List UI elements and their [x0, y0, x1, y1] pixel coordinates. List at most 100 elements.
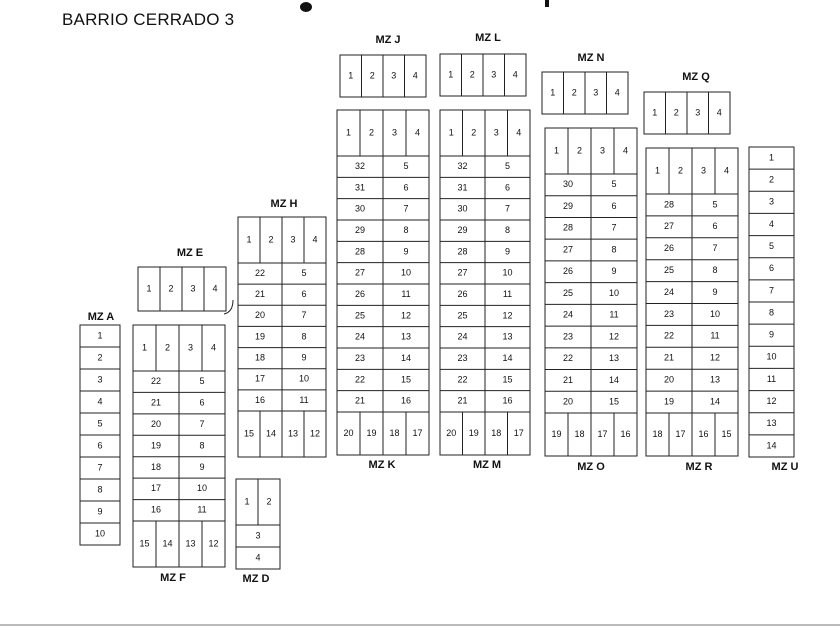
- lot-number: 2: [572, 87, 577, 97]
- lot-number: 16: [502, 396, 512, 406]
- block-label: MZ O: [577, 461, 605, 473]
- lot-number: 3: [494, 127, 499, 137]
- lot-number: 26: [457, 289, 467, 299]
- lot-number: 13: [185, 538, 195, 548]
- lot-number: 14: [609, 375, 619, 385]
- lot-number: 21: [664, 353, 674, 363]
- lot-number: 2: [168, 283, 173, 293]
- lot-number: 22: [355, 374, 365, 384]
- lot-number: 15: [609, 397, 619, 407]
- lot-number: 5: [403, 161, 408, 171]
- lot-number: 3: [593, 87, 598, 97]
- lot-number: 10: [609, 288, 619, 298]
- lot-number: 19: [469, 428, 479, 438]
- lot-number: 9: [505, 246, 510, 256]
- lot-number: 25: [664, 265, 674, 275]
- lot-number: 26: [563, 266, 573, 276]
- lot-number: 20: [151, 419, 161, 429]
- lot-number: 21: [355, 396, 365, 406]
- lot-number: 15: [401, 374, 411, 384]
- lot-number: 14: [266, 428, 276, 438]
- lot-number: 8: [403, 225, 408, 235]
- lot-number: 1: [348, 70, 353, 80]
- lot-number: 10: [401, 268, 411, 278]
- lot-number: 13: [401, 332, 411, 342]
- lot-number: 24: [355, 332, 365, 342]
- lot-number: 18: [255, 353, 265, 363]
- lot-number: 24: [664, 287, 674, 297]
- scan-mark: [545, 0, 549, 7]
- lot-number: 9: [97, 506, 102, 516]
- lot-number: 4: [516, 127, 521, 137]
- lot-number: 7: [712, 243, 717, 253]
- lot-number: 2: [266, 496, 271, 506]
- block-label: MZ A: [88, 311, 115, 323]
- lot-number: 6: [505, 182, 510, 192]
- lot-number: 20: [446, 428, 456, 438]
- lot-number: 12: [502, 310, 512, 320]
- lot-number: 12: [310, 428, 320, 438]
- lot-number: 20: [255, 310, 265, 320]
- lot-number: 8: [97, 484, 102, 494]
- lot-number: 17: [597, 429, 607, 439]
- lot-number: 9: [199, 462, 204, 472]
- lot-number: 7: [97, 462, 102, 472]
- lot-number: 30: [563, 179, 573, 189]
- lot-number: 14: [502, 353, 512, 363]
- lot-number: 1: [146, 283, 151, 293]
- lot-number: 12: [766, 396, 776, 406]
- lot-number: 16: [698, 429, 708, 439]
- lot-number: 12: [609, 331, 619, 341]
- lot-number: 16: [255, 395, 265, 405]
- lot-number: 24: [457, 332, 467, 342]
- lot-number: 32: [355, 161, 365, 171]
- lot-number: 9: [301, 353, 306, 363]
- lot-number: 12: [710, 353, 720, 363]
- lot-number: 16: [151, 505, 161, 515]
- lot-number: 11: [401, 289, 410, 299]
- lot-number: 1: [97, 330, 102, 340]
- lot-number: 13: [766, 418, 776, 428]
- lot-number: 1: [448, 69, 453, 79]
- block-label: MZ F: [160, 572, 186, 584]
- lot-number: 8: [505, 225, 510, 235]
- lot-number: 6: [712, 221, 717, 231]
- lot-number: 32: [457, 161, 467, 171]
- lot-number: 27: [355, 268, 365, 278]
- block-label: MZ J: [375, 34, 400, 46]
- lot-number: 2: [577, 145, 582, 155]
- lot-number: 24: [563, 310, 573, 320]
- lot-number: 9: [611, 266, 616, 276]
- lot-number: 15: [139, 538, 149, 548]
- lot-number: 22: [151, 376, 161, 386]
- block-label: MZ U: [772, 461, 799, 473]
- lot-number: 7: [769, 285, 774, 295]
- lot-number: 13: [609, 353, 619, 363]
- lot-number: 21: [151, 398, 161, 408]
- lot-number: 11: [503, 289, 512, 299]
- lot-number: 28: [664, 199, 674, 209]
- lot-number: 5: [97, 418, 102, 428]
- lot-number: 18: [491, 428, 501, 438]
- lot-number: 8: [199, 440, 204, 450]
- lot-number: 3: [600, 145, 605, 155]
- lot-number: 22: [563, 353, 573, 363]
- lot-number: 21: [255, 289, 265, 299]
- lot-number: 4: [212, 283, 217, 293]
- lot-number: 25: [355, 310, 365, 320]
- lot-number: 19: [664, 396, 674, 406]
- lot-number: 13: [502, 332, 512, 342]
- lot-number: 20: [563, 397, 573, 407]
- lot-number: 26: [664, 243, 674, 253]
- lot-number: 7: [199, 419, 204, 429]
- lot-number: 25: [563, 288, 573, 298]
- lot-number: 30: [355, 204, 365, 214]
- lot-number: 4: [413, 70, 418, 80]
- lot-number: 8: [301, 331, 306, 341]
- plan-title: BARRIO CERRADO 3: [62, 10, 235, 29]
- lot-number: 21: [457, 396, 467, 406]
